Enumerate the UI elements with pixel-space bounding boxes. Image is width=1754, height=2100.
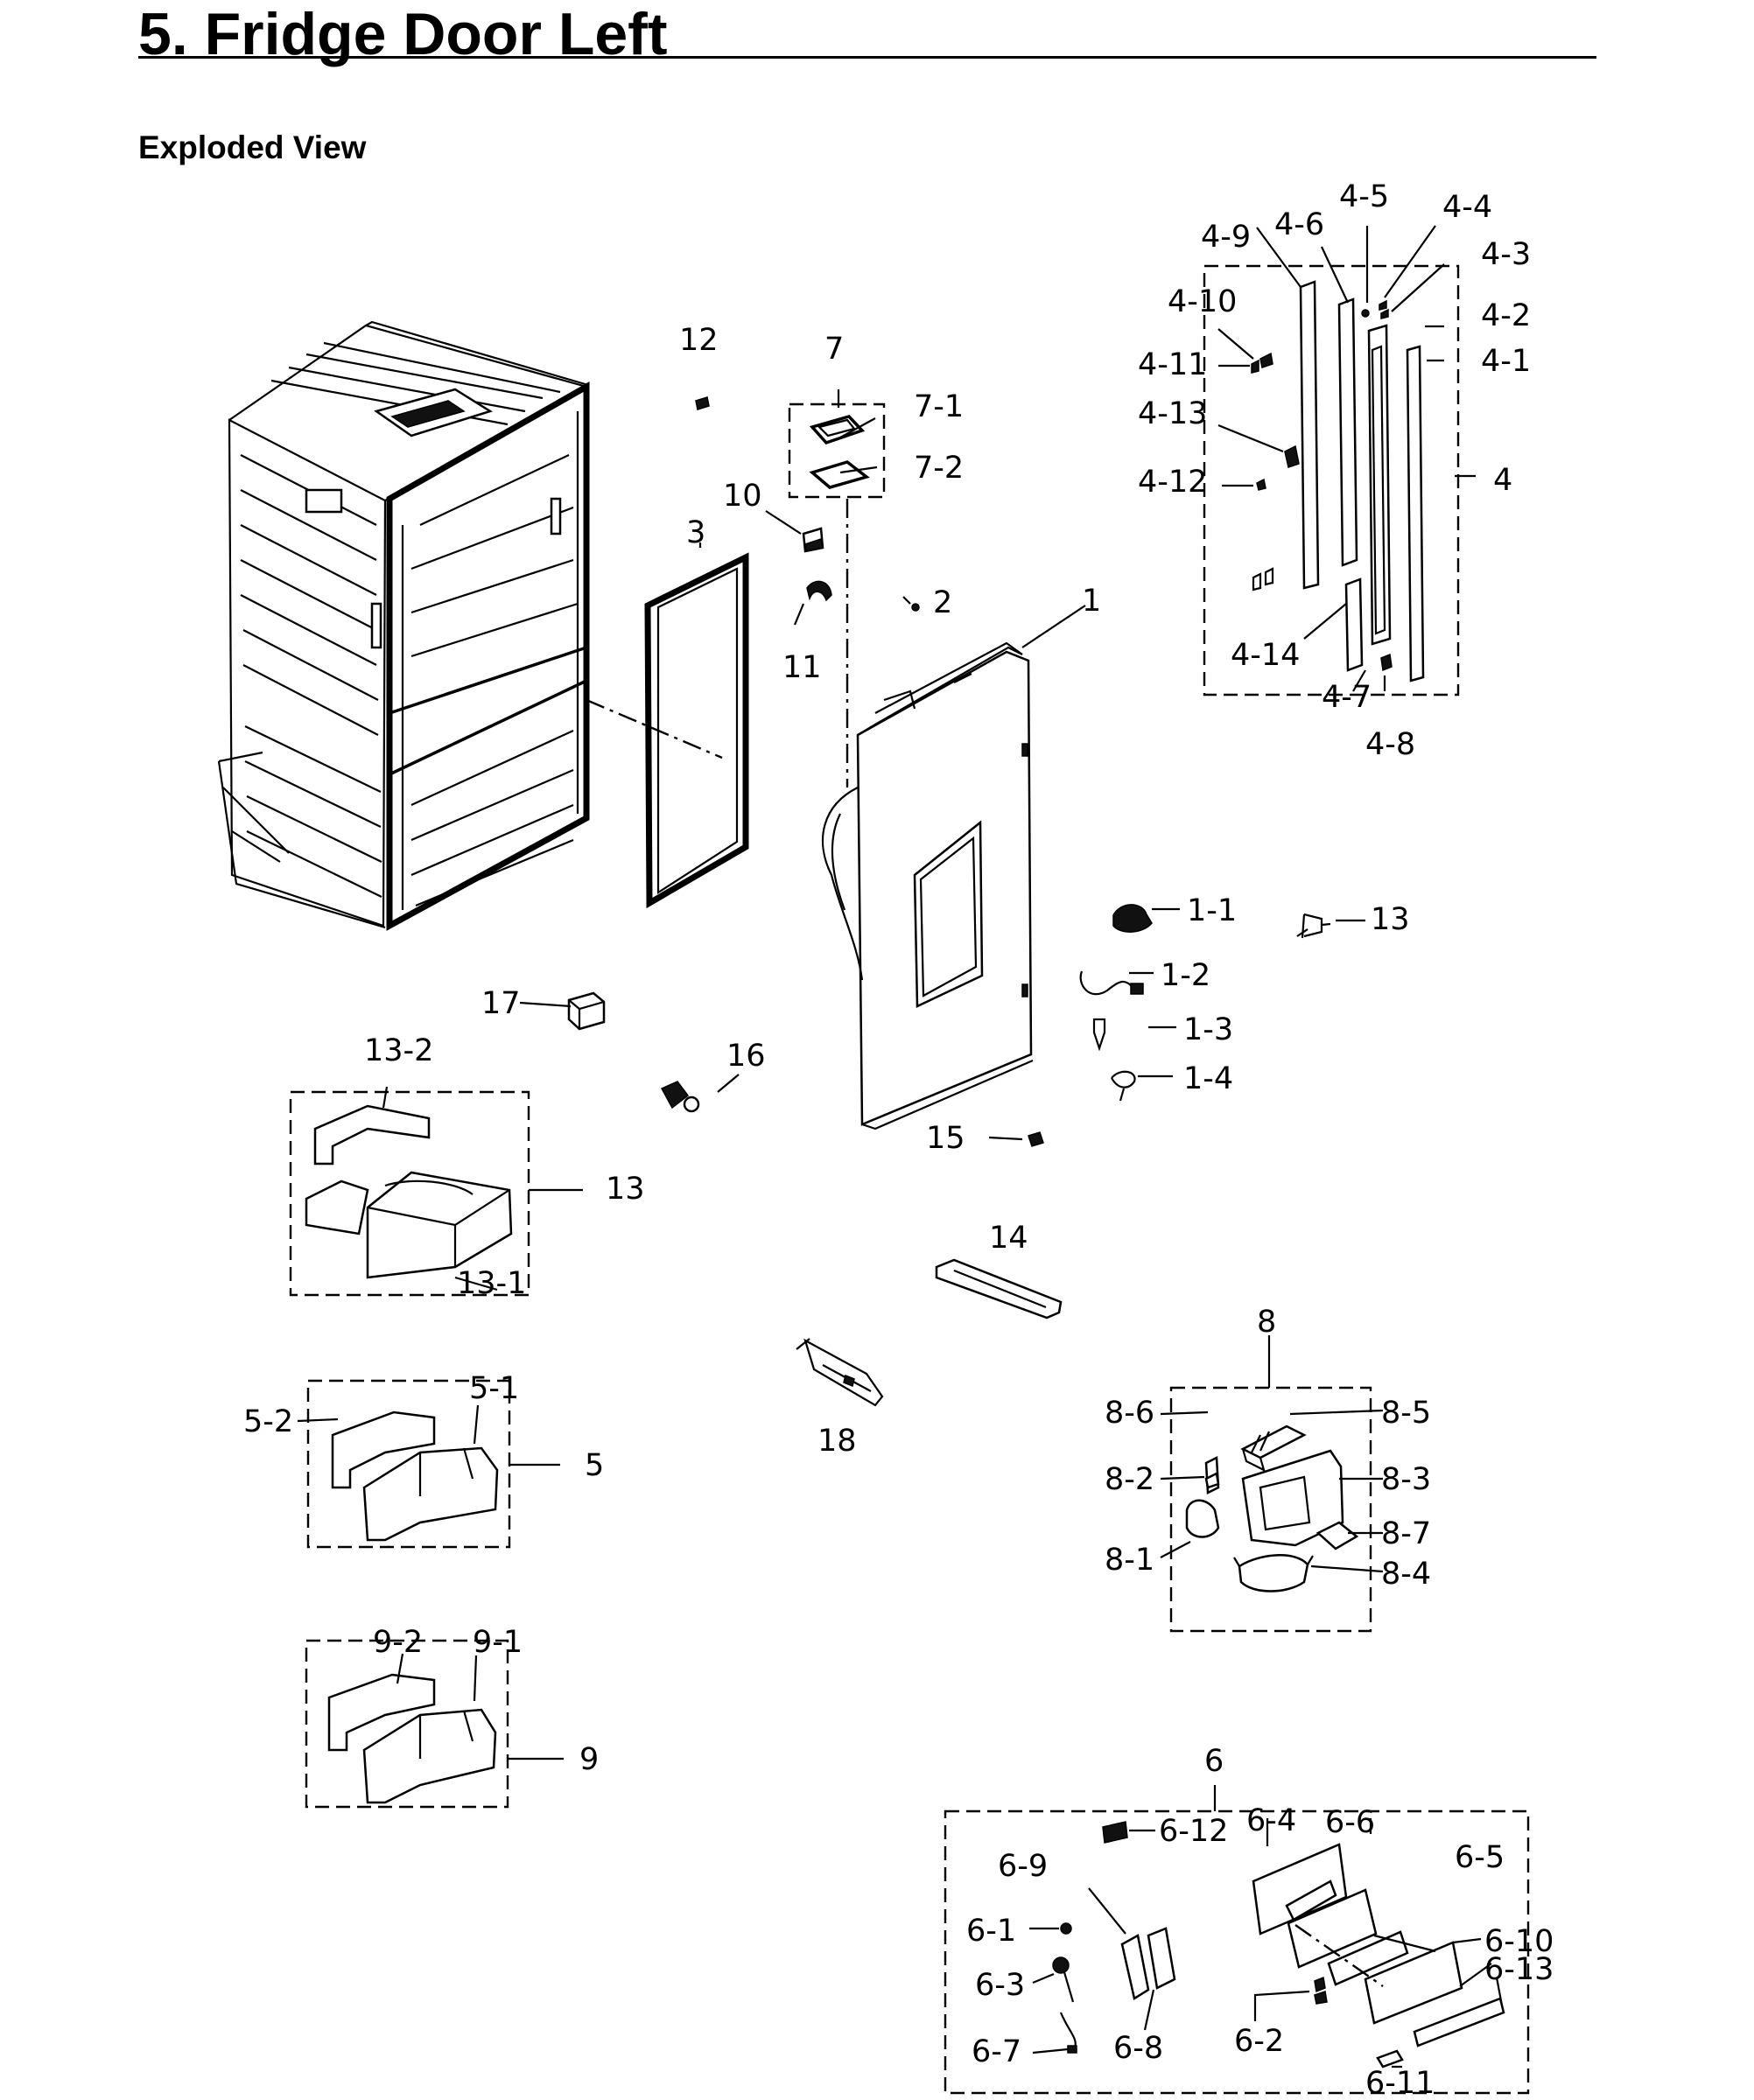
callout-16: 16 bbox=[726, 1039, 766, 1074]
callout-10: 10 bbox=[723, 479, 762, 514]
callout-6: 6 bbox=[1204, 1744, 1224, 1779]
callout-5: 5 bbox=[585, 1448, 604, 1483]
callout-8-6: 8-6 bbox=[1105, 1396, 1154, 1431]
callout-6-6: 6-6 bbox=[1325, 1805, 1375, 1840]
callout-1-3: 1-3 bbox=[1183, 1012, 1233, 1047]
door-gasket-part bbox=[586, 552, 749, 909]
callout-8-3: 8-3 bbox=[1381, 1462, 1431, 1497]
callout-4-4: 4-4 bbox=[1442, 190, 1492, 225]
callout-6-3: 6-3 bbox=[975, 1968, 1025, 2003]
callout-1-2: 1-2 bbox=[1161, 958, 1210, 993]
callout-5-2: 5-2 bbox=[243, 1404, 293, 1439]
callout-6-12: 6-12 bbox=[1159, 1814, 1228, 1849]
callout-1-1: 1-1 bbox=[1187, 893, 1237, 928]
callout-5-1: 5-1 bbox=[469, 1371, 519, 1406]
callout-4-10: 4-10 bbox=[1168, 284, 1237, 319]
callout-11: 11 bbox=[782, 650, 822, 685]
callout-12: 12 bbox=[679, 323, 719, 358]
callout-8-2: 8-2 bbox=[1105, 1462, 1154, 1497]
door-assembly-part bbox=[821, 499, 1034, 1130]
callout-1: 1 bbox=[1082, 584, 1101, 619]
callout-6-8: 6-8 bbox=[1113, 2031, 1163, 2066]
callout-7-2: 7-2 bbox=[914, 451, 964, 486]
callout-4-6: 4-6 bbox=[1274, 207, 1324, 242]
title-underline bbox=[138, 56, 1596, 59]
bracket-assembly-4 bbox=[1203, 264, 1460, 696]
callout-4-5: 4-5 bbox=[1339, 179, 1389, 214]
callout-4-9: 4-9 bbox=[1201, 220, 1251, 255]
section-subtitle: Exploded View bbox=[138, 130, 367, 165]
callout-6-5: 6-5 bbox=[1455, 1840, 1505, 1875]
callout-13-bin: 13 bbox=[606, 1172, 645, 1207]
callout-6-2: 6-2 bbox=[1234, 2024, 1284, 2059]
bin-13-assembly bbox=[289, 1090, 530, 1297]
callout-6-7: 6-7 bbox=[972, 2034, 1021, 2069]
callout-1-4: 1-4 bbox=[1183, 1061, 1233, 1096]
callout-4-1: 4-1 bbox=[1481, 344, 1531, 379]
callout-9: 9 bbox=[579, 1742, 599, 1777]
callout-13-1: 13-1 bbox=[457, 1266, 526, 1301]
callout-8: 8 bbox=[1257, 1305, 1276, 1340]
fridge-cabinet-drawing bbox=[217, 320, 590, 931]
callout-8-4: 8-4 bbox=[1381, 1557, 1431, 1592]
cover-14-and-bracket-18 bbox=[796, 1258, 1063, 1407]
callout-13-right: 13 bbox=[1371, 902, 1410, 937]
callout-6-13: 6-13 bbox=[1484, 1952, 1554, 1987]
callout-15: 15 bbox=[926, 1121, 965, 1156]
callout-4-2: 4-2 bbox=[1481, 298, 1531, 333]
callout-4-14: 4-14 bbox=[1231, 638, 1300, 673]
small-parts-group bbox=[567, 904, 1331, 1147]
callout-17: 17 bbox=[481, 986, 521, 1021]
leader-lines bbox=[297, 225, 1504, 2068]
callout-4-11: 4-11 bbox=[1138, 347, 1207, 382]
dispenser-assembly-8 bbox=[1169, 1386, 1372, 1633]
hinge-parts-group bbox=[695, 396, 920, 612]
callout-4-3: 4-3 bbox=[1481, 237, 1531, 272]
bin-5-assembly bbox=[306, 1379, 511, 1549]
callout-4-12: 4-12 bbox=[1138, 465, 1207, 500]
callout-4: 4 bbox=[1493, 463, 1512, 498]
callout-7-1: 7-1 bbox=[914, 389, 964, 424]
callout-6-11: 6-11 bbox=[1365, 2066, 1435, 2100]
callout-3: 3 bbox=[686, 515, 705, 550]
callout-9-2: 9-2 bbox=[373, 1625, 423, 1660]
callout-6-10: 6-10 bbox=[1484, 1924, 1554, 1959]
callout-4-13: 4-13 bbox=[1138, 396, 1207, 431]
callout-4-8: 4-8 bbox=[1365, 727, 1415, 762]
callout-6-1: 6-1 bbox=[966, 1914, 1016, 1949]
callout-8-5: 8-5 bbox=[1381, 1396, 1431, 1431]
callout-8-7: 8-7 bbox=[1381, 1516, 1431, 1551]
callout-18: 18 bbox=[817, 1424, 857, 1459]
callout-7: 7 bbox=[824, 332, 844, 367]
callout-4-7: 4-7 bbox=[1322, 680, 1372, 715]
bin-9-assembly bbox=[305, 1639, 509, 1809]
callout-labels: 1 2 3 7 7-1 7-2 10 11 12 4 4-1 4-2 4-3 4… bbox=[243, 179, 1554, 2100]
callout-13-2: 13-2 bbox=[364, 1033, 433, 1068]
callout-2: 2 bbox=[933, 585, 952, 620]
callout-9-1: 9-1 bbox=[473, 1625, 523, 1660]
callout-6-9: 6-9 bbox=[998, 1849, 1048, 1884]
callout-14: 14 bbox=[989, 1221, 1028, 1256]
panel-assembly-6 bbox=[944, 1810, 1530, 2095]
callout-8-1: 8-1 bbox=[1105, 1543, 1154, 1578]
callout-6-4: 6-4 bbox=[1246, 1803, 1296, 1838]
